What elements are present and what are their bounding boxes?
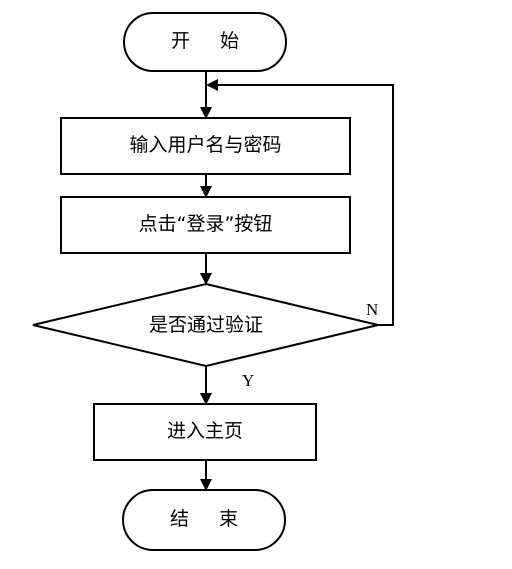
- yes-branch-label: Y: [242, 371, 255, 390]
- arrow-decision-no-loop: [206, 79, 394, 326]
- decision-label: 是否通过验证: [148, 314, 263, 336]
- input-credentials-box: [60, 117, 351, 175]
- click-login-label: 点击“登录”按钮: [138, 213, 273, 235]
- input-credentials-label: 输入用户名与密码: [129, 134, 282, 156]
- no-branch-label: N: [366, 300, 379, 319]
- enter-home-label: 进入主页: [166, 420, 243, 442]
- end-label: 结 束: [169, 508, 251, 530]
- start-label: 开 始: [170, 30, 252, 52]
